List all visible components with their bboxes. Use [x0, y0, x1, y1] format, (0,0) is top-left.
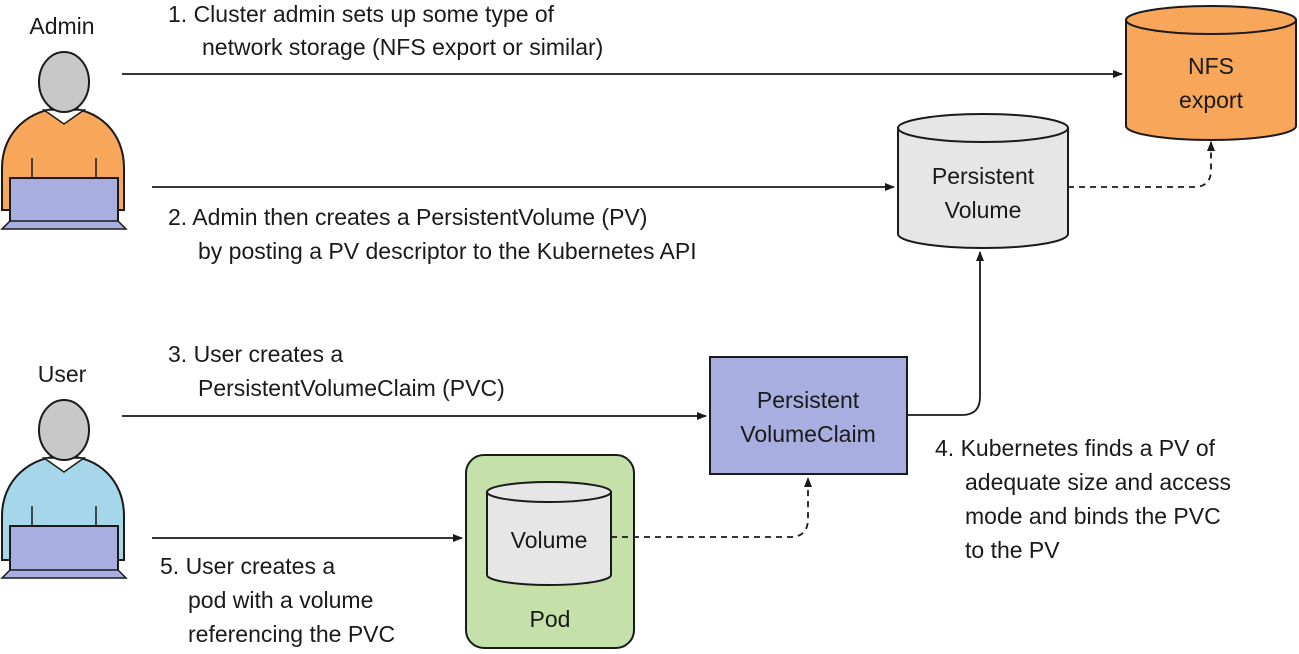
- step-2-line-2: by posting a PV descriptor to the Kubern…: [198, 238, 697, 264]
- persistent-volume-node: Persistent Volume: [897, 113, 1069, 249]
- dashed-arrow-volume-to-pvc: [611, 477, 812, 538]
- pvc-box: [709, 356, 908, 475]
- pv-label-line1: Persistent: [932, 163, 1035, 189]
- step-4-line-2: adequate size and access: [965, 469, 1231, 495]
- step-1-annotation: 1. Cluster admin sets up some type of ne…: [168, 1, 603, 60]
- step-4-line-4: to the PV: [965, 537, 1060, 563]
- step-5-line-1: 5. User creates a: [160, 553, 335, 579]
- step-3-line-2: PersistentVolumeClaim (PVC): [198, 375, 505, 401]
- step-5-line-2: pod with a volume: [188, 587, 373, 613]
- admin-actor: Admin: [0, 13, 128, 230]
- step-2-line-1: 2. Admin then creates a PersistentVolume…: [168, 204, 647, 230]
- nfs-cylinder-body: [1125, 19, 1297, 141]
- step-5-annotation: 5. User creates a pod with a volume refe…: [160, 553, 395, 647]
- admin-laptop-screen-icon: [9, 177, 119, 229]
- admin-head-icon: [38, 51, 90, 113]
- step-3-line-1: 3. User creates a: [168, 341, 343, 367]
- volume-cylinder-body: [486, 491, 612, 586]
- user-head-icon: [38, 399, 90, 461]
- arrow-pvc-binds-pv: [907, 251, 984, 416]
- user-arms: [31, 506, 97, 526]
- step-1-line-2: network storage (NFS export or similar): [202, 34, 603, 60]
- nfs-label-line1: NFS: [1188, 53, 1234, 79]
- nfs-label-line2: export: [1179, 87, 1244, 113]
- pod-label: Pod: [530, 606, 571, 632]
- user-laptop-base-icon: [0, 569, 128, 579]
- volume-label: Volume: [511, 527, 588, 553]
- admin-arms: [31, 158, 97, 178]
- pv-label-line2: Volume: [945, 197, 1022, 223]
- pvc-node: Persistent VolumeClaim: [709, 356, 908, 475]
- volume-cylinder-top: [486, 481, 612, 503]
- step-4-annotation: 4. Kubernetes finds a PV of adequate siz…: [935, 435, 1231, 563]
- step-3-annotation: 3. User creates a PersistentVolumeClaim …: [168, 341, 505, 401]
- pv-cylinder-body: [897, 127, 1069, 249]
- step-2-annotation: 2. Admin then creates a PersistentVolume…: [168, 204, 697, 264]
- step-5-line-3: referencing the PVC: [188, 621, 395, 647]
- pvc-label-line2: VolumeClaim: [740, 421, 876, 447]
- pvc-label-line1: Persistent: [757, 387, 860, 413]
- admin-label: Admin: [29, 13, 94, 39]
- nfs-cylinder-top: [1125, 5, 1297, 35]
- admin-laptop-base-icon: [0, 220, 128, 230]
- step-4-line-3: mode and binds the PVC: [965, 503, 1221, 529]
- pv-cylinder-top: [897, 113, 1069, 143]
- step-1-line-1: 1. Cluster admin sets up some type of: [168, 1, 555, 27]
- dashed-arrow-pv-to-nfs: [1068, 141, 1215, 188]
- nfs-export-node: NFS export: [1125, 5, 1297, 141]
- step-4-line-1: 4. Kubernetes finds a PV of: [935, 435, 1216, 461]
- user-actor: User: [0, 361, 128, 579]
- user-label: User: [38, 361, 87, 387]
- pod-node: Pod Volume: [465, 454, 635, 649]
- user-laptop-screen-icon: [9, 525, 119, 577]
